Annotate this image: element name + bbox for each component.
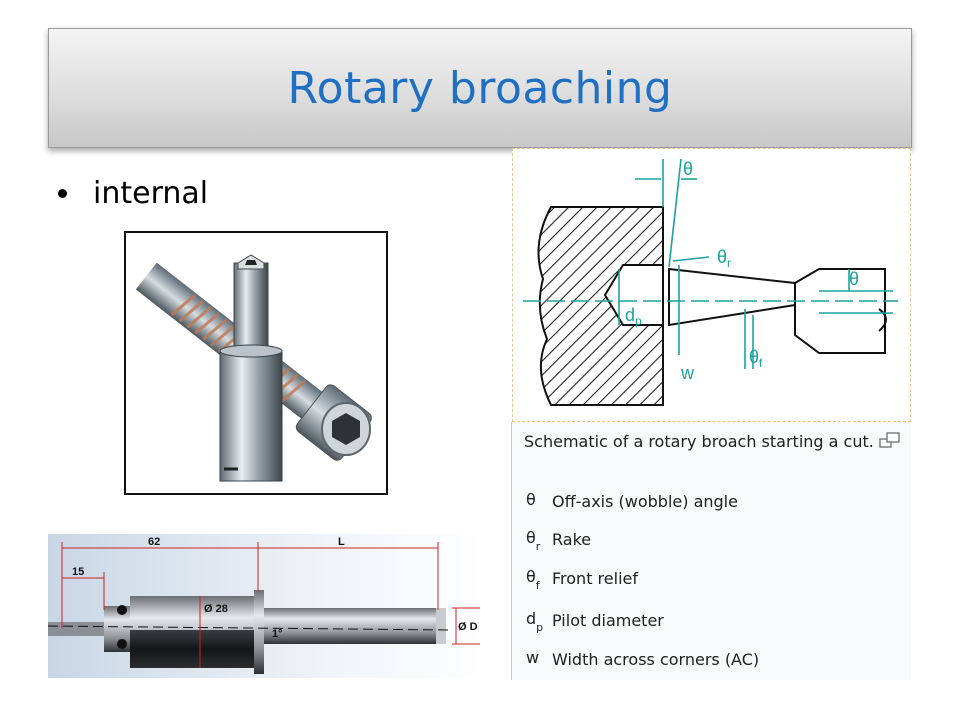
dim-15-label: 15 (72, 566, 84, 578)
legend-label: Front relief (552, 568, 638, 588)
svg-text:dp: dp (625, 305, 642, 328)
caption-text: Schematic of a rotary broach starting a … (524, 432, 874, 451)
svg-text:θr: θr (717, 247, 731, 270)
schematic-theta-top: θ (683, 159, 693, 179)
dim-l-label: L (338, 536, 345, 548)
dim-62-label: 62 (148, 536, 160, 548)
bullet-item: internal (58, 176, 208, 211)
dim-dia28-label: Ø 28 (204, 603, 228, 615)
schematic-theta-r-sub: r (727, 256, 731, 270)
schematic-dp: d (625, 305, 635, 325)
schematic-theta-f: θ (749, 347, 759, 367)
slide-title: Rotary broaching (287, 62, 673, 114)
schematic-dp-sub: p (635, 314, 642, 328)
slide-title-bar: Rotary broaching (48, 28, 912, 148)
legend-sub: p (536, 621, 544, 635)
legend-sub: f (535, 579, 540, 593)
legend-label: Width across corners (AC) (552, 649, 760, 669)
legend-sym: d (526, 608, 537, 628)
schematic-theta-r: θ (717, 247, 727, 267)
rotary-broach-schematic: θ θr θ dp θf w (512, 148, 911, 422)
broach-tool-photo (124, 231, 388, 495)
legend-sym: θ (526, 566, 536, 586)
bullet-text: internal (93, 176, 209, 211)
schematic-caption-panel: Schematic of a rotary broach starting a … (511, 422, 911, 680)
legend-row-theta: θ Off-axis (wobble) angle (526, 488, 738, 514)
legend-label: Pilot diameter (552, 610, 664, 630)
legend-label: Off-axis (wobble) angle (552, 491, 738, 511)
broach-holder-drawing: 62 L 15 Ø 28 1° Ø D (48, 534, 482, 678)
dim-diad-label: Ø D (458, 621, 478, 633)
legend-sym: w (526, 647, 540, 667)
legend-row-rake: θr Rake (526, 526, 592, 554)
schematic-w: w (680, 363, 695, 383)
bullet-dot-icon (58, 189, 67, 198)
legend-row-front-relief: θf Front relief (526, 565, 638, 593)
legend-label: Rake (552, 529, 592, 549)
legend-row-pilot-diameter: dp Pilot diameter (526, 607, 664, 635)
schematic-theta-right: θ (849, 269, 859, 289)
enlarge-icon[interactable] (879, 432, 901, 448)
legend-sym: θ (526, 527, 536, 547)
svg-text:θf: θf (749, 347, 763, 370)
legend-sym: θ (526, 489, 536, 509)
legend-row-width: w Width across corners (AC) (526, 646, 759, 672)
legend-sub: r (535, 540, 541, 554)
dim-angle-label: 1° (272, 628, 283, 640)
schematic-theta-f-sub: f (759, 356, 763, 370)
